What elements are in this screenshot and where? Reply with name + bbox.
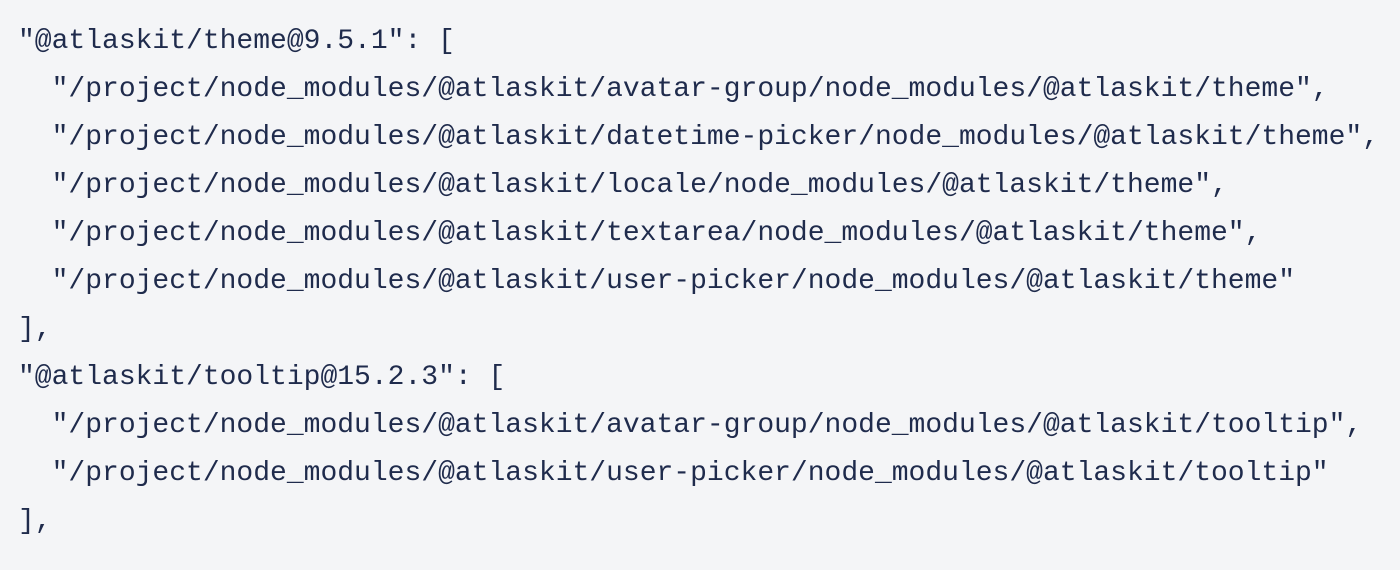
code-line: "/project/node_modules/@atlaskit/avatar-… [18, 74, 1329, 105]
code-line: "/project/node_modules/@atlaskit/user-pi… [18, 458, 1329, 489]
code-line: "@atlaskit/tooltip@15.2.3": [ [18, 362, 506, 393]
code-line: "/project/node_modules/@atlaskit/datetim… [18, 122, 1380, 153]
code-line: ], [18, 506, 52, 537]
code-line: ], [18, 314, 52, 345]
code-line: "/project/node_modules/@atlaskit/locale/… [18, 170, 1228, 201]
code-line: "/project/node_modules/@atlaskit/user-pi… [18, 266, 1296, 297]
code-line: "/project/node_modules/@atlaskit/avatar-… [18, 410, 1363, 441]
code-line: "@atlaskit/theme@9.5.1": [ [18, 26, 455, 57]
code-line: "/project/node_modules/@atlaskit/textare… [18, 218, 1262, 249]
